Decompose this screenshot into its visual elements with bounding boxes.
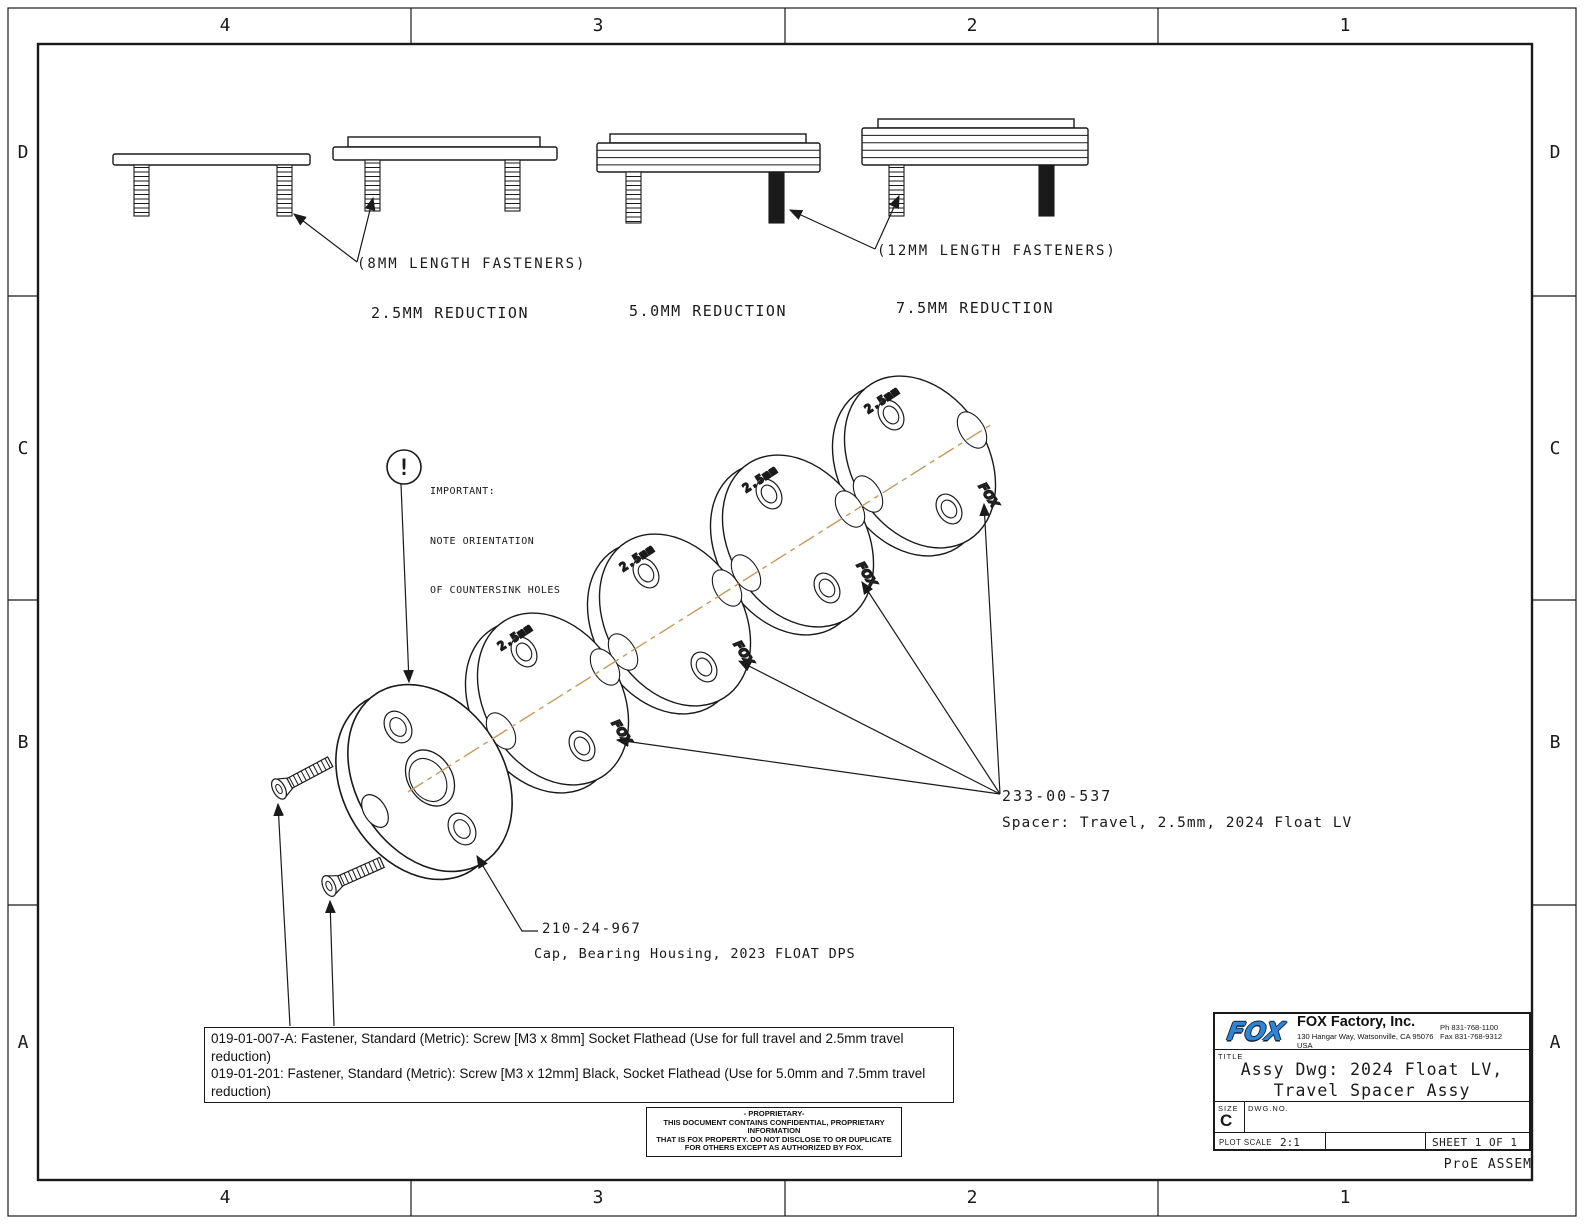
title-block: FOX FOX Factory, Inc. 130 Hangar Way, Wa… [1213, 1012, 1531, 1151]
zone-col-top-2: 2 [966, 15, 978, 36]
fastener-12mm-label: (12MM LENGTH FASTENERS) [877, 243, 1117, 259]
callout-leaders [273, 502, 1001, 1027]
title-block-company-row: FOX FOX Factory, Inc. 130 Hangar Way, Wa… [1215, 1014, 1529, 1050]
cap-callout-number: 210-24-967 [542, 921, 642, 937]
proe-assem-note: ProE ASSEM [1443, 1157, 1532, 1172]
important-note-symbol: ! [386, 449, 422, 684]
side-view-full-travel [112, 153, 311, 217]
drawing-title-line2: Travel Spacer Assy [1273, 1081, 1471, 1100]
title-block-size-row: SIZE C DWG.NO. [1215, 1102, 1529, 1133]
zone-row-right-D: D [1549, 142, 1561, 163]
proprietary-box: - PROPRIETARY- THIS DOCUMENT CONTAINS CO… [646, 1107, 902, 1157]
dwg-no-cell: DWG.NO. [1245, 1102, 1529, 1132]
company-name: FOX Factory, Inc. [1297, 1013, 1416, 1030]
size-value: C [1220, 1111, 1233, 1130]
zone-row-right-B: B [1549, 732, 1561, 753]
drawing-title: Assy Dwg: 2024 Float LV, Travel Spacer A… [1215, 1059, 1529, 1101]
fastener-leader-lines [293, 194, 900, 263]
scale-row-spacer [1325, 1133, 1425, 1151]
company-info: FOX Factory, Inc. 130 Hangar Way, Watson… [1297, 1014, 1440, 1050]
spacer-disc-2: 2.5mm FOX [586, 533, 758, 715]
fastener-note-8mm: 019-01-007-A: Fastener, Standard (Metric… [211, 1031, 904, 1064]
fastener-8mm-label: (8MM LENGTH FASTENERS) [357, 256, 587, 272]
plot-scale-cell: PLOT SCALE 2:1 [1215, 1136, 1325, 1149]
proprietary-line4: FOR OTHERS EXCEPT AS AUTHORIZED BY FOX. [684, 1143, 864, 1153]
important-note-line2: NOTE ORIENTATION [430, 535, 535, 547]
proprietary-line1: - PROPRIETARY- [743, 1109, 805, 1118]
cap-callout-desc: Cap, Bearing Housing, 2023 FLOAT DPS [534, 946, 856, 962]
exploded-screw-2 [321, 856, 386, 897]
side-view-7-5mm [861, 118, 1089, 217]
zone-col-bottom-1: 1 [1339, 1187, 1351, 1208]
spacer-disc-4: 2.5mm FOX [831, 375, 1003, 557]
zone-col-top-3: 3 [592, 15, 604, 36]
title-block-scale-row: PLOT SCALE 2:1 SHEET 1 OF 1 [1215, 1133, 1529, 1151]
fox-logo-icon: FOX [1225, 1017, 1287, 1046]
centerline [407, 423, 993, 793]
exploded-screw-1 [271, 756, 334, 800]
size-cell: SIZE C [1215, 1102, 1245, 1132]
important-note-line3: OF COUNTERSINK HOLES [430, 585, 561, 596]
zone-row-left-C: C [17, 438, 29, 459]
zone-row-right-C: C [1549, 438, 1561, 459]
important-note-line1: IMPORTANT: [430, 486, 496, 497]
title-block-title-row: TITLE Assy Dwg: 2024 Float LV, Travel Sp… [1215, 1050, 1529, 1102]
spacer-callout-number: 233-00-537 [1002, 787, 1113, 805]
proprietary-line2: THIS DOCUMENT CONTAINS CONFIDENTIAL, PRO… [663, 1117, 885, 1136]
drawing-title-line1: Assy Dwg: 2024 Float LV, [1240, 1060, 1504, 1079]
reduction-label-5-0mm: 5.0MM REDUCTION [629, 302, 787, 320]
zone-row-left-D: D [17, 142, 29, 163]
zone-ticks [8, 8, 1576, 1216]
zone-col-bottom-4: 4 [219, 1187, 231, 1208]
size-label: SIZE [1218, 1104, 1239, 1113]
cap-bearing-housing [335, 683, 513, 881]
spacer-callout-desc: Spacer: Travel, 2.5mm, 2024 Float LV [1002, 815, 1353, 831]
company-contact: Ph 831-768-1100 Fax 831-768-9312 [1440, 1023, 1529, 1041]
zone-row-right-A: A [1549, 1032, 1561, 1053]
reduction-label-2-5mm: 2.5MM REDUCTION [371, 304, 529, 322]
title-label: TITLE [1218, 1052, 1244, 1061]
zone-row-left-B: B [17, 732, 29, 753]
company-fax: Fax 831-768-9312 [1440, 1031, 1503, 1041]
proprietary-line3: THAT IS FOX PROPERTY. DO NOT DISCLOSE TO… [656, 1134, 892, 1144]
company-address: 130 Hangar Way, Watsonville, CA 95076 US… [1297, 1031, 1434, 1050]
reduction-label-7-5mm: 7.5MM REDUCTION [896, 299, 1054, 317]
plot-scale-label: PLOT SCALE [1219, 1137, 1272, 1147]
zone-col-top-4: 4 [219, 15, 231, 36]
company-phone: Ph 831-768-1100 [1440, 1022, 1499, 1032]
exploded-view: 2.5mm FOX 2.5mm FOX 2.5mm [271, 375, 1003, 897]
fastener-notes-box: 019-01-007-A: Fastener, Standard (Metric… [204, 1027, 954, 1103]
side-view-2-5mm [332, 136, 558, 212]
exclamation-icon: ! [397, 456, 410, 481]
fastener-note-12mm: 019-01-201: Fastener, Standard (Metric):… [211, 1066, 926, 1099]
zone-row-left-A: A [17, 1032, 29, 1053]
important-note: IMPORTANT: NOTE ORIENTATION OF COUNTERSI… [430, 448, 560, 616]
zone-col-bottom-3: 3 [592, 1187, 604, 1208]
side-view-5-0mm [596, 133, 821, 224]
zone-col-top-1: 1 [1339, 15, 1351, 36]
dwg-no-label: DWG.NO. [1248, 1104, 1289, 1113]
sheet-cell: SHEET 1 OF 1 [1425, 1133, 1529, 1151]
zone-col-bottom-2: 2 [966, 1187, 978, 1208]
plot-scale-value: 2:1 [1279, 1135, 1300, 1149]
